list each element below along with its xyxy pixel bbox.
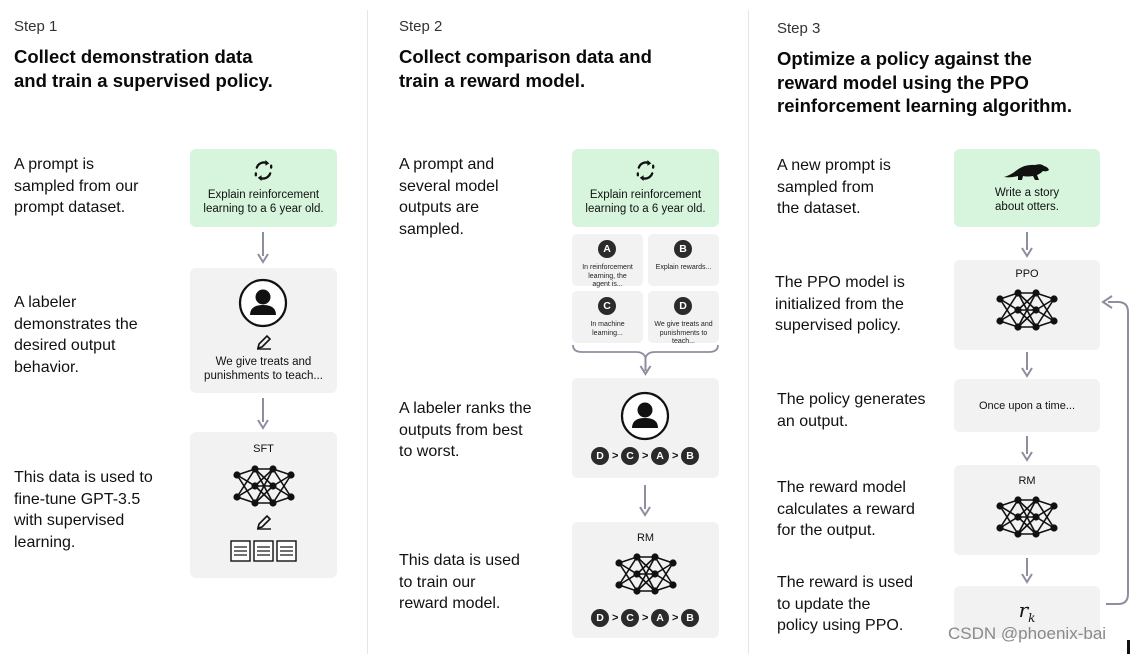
step2-title: Collect comparison data and train a rewa…: [399, 46, 652, 91]
watermark: CSDN @phoenix-bai: [948, 624, 1107, 643]
cycle-icon: [254, 159, 273, 182]
rank-d: D: [591, 447, 609, 465]
brace-arrow-icon: [572, 344, 719, 376]
reward-symbol: rk: [1018, 598, 1036, 625]
rank-c: C: [621, 447, 639, 465]
cursor-bar: [1127, 640, 1130, 654]
neural-network-icon: [996, 496, 1058, 538]
pencil-icon: [256, 514, 272, 530]
neural-network-icon: [615, 553, 677, 595]
rank-a: A: [651, 447, 669, 465]
step3-rm-box: RM: [954, 465, 1100, 555]
output-letter-c: C: [598, 297, 616, 315]
output-text-b: Explain rewards...: [655, 264, 712, 271]
rank-gt: >: [642, 612, 649, 624]
arrow-down-icon: [257, 398, 269, 430]
otter-icon: [1004, 164, 1049, 180]
step1-label: Step 1: [14, 18, 58, 35]
rank-c: C: [621, 609, 639, 627]
labeler-person-icon: [620, 391, 670, 441]
documents-icon: [230, 540, 297, 562]
step3-output-text: Once upon a time...: [979, 400, 1075, 412]
ranking-row: D > C > A > B: [591, 447, 701, 465]
ppo-label: PPO: [1015, 268, 1039, 280]
step2-ranking-box: D > C > A > B: [572, 378, 719, 478]
arrow-down-icon: [1021, 352, 1033, 378]
step3-output-box: Once upon a time...: [954, 379, 1100, 432]
step3-ppo-box: PPO: [954, 260, 1100, 350]
ranking-row: D > C > A > B: [591, 609, 701, 627]
labeler-person-icon: [238, 278, 288, 328]
output-letter-b: B: [674, 240, 692, 258]
arrow-down-icon: [1021, 436, 1033, 462]
sft-label: SFT: [253, 443, 274, 455]
arrow-down-icon: [1021, 232, 1033, 258]
arrow-down-icon: [257, 232, 269, 264]
rm-label: RM: [636, 532, 655, 544]
step3-title: Optimize a policy against the reward mod…: [777, 48, 1073, 116]
pencil-icon: [256, 334, 272, 350]
column-divider-2: [748, 10, 749, 654]
rank-a: A: [651, 609, 669, 627]
arrow-down-icon: [639, 485, 651, 517]
rank-b: B: [681, 447, 699, 465]
output-card-b: B Explain rewards...: [648, 234, 719, 286]
step3-label: Step 3: [777, 20, 821, 37]
step2-label: Step 2: [399, 18, 443, 35]
step2-rm-box: RM D > C > A > B: [572, 522, 719, 638]
step1-sft-box: SFT: [190, 432, 337, 578]
rank-d: D: [591, 609, 609, 627]
rm-label: RM: [1018, 475, 1036, 487]
step1-title: Collect demonstration data and train a s…: [14, 46, 273, 91]
neural-network-icon: [233, 465, 295, 507]
neural-network-icon: [996, 289, 1058, 331]
rank-b: B: [681, 609, 699, 627]
step3-reward-box: rk: [954, 586, 1100, 638]
output-letter-a: A: [598, 240, 616, 258]
feedback-loop-arrow-icon: [1101, 295, 1129, 605]
cycle-icon: [636, 159, 655, 182]
output-letter-d: D: [674, 297, 692, 315]
rank-gt: >: [612, 450, 619, 462]
rank-gt: >: [642, 450, 649, 462]
rank-gt: >: [672, 450, 679, 462]
arrow-down-icon: [1021, 558, 1033, 584]
rank-gt: >: [672, 612, 679, 624]
rank-gt: >: [612, 612, 619, 624]
column-divider-1: [367, 10, 368, 654]
